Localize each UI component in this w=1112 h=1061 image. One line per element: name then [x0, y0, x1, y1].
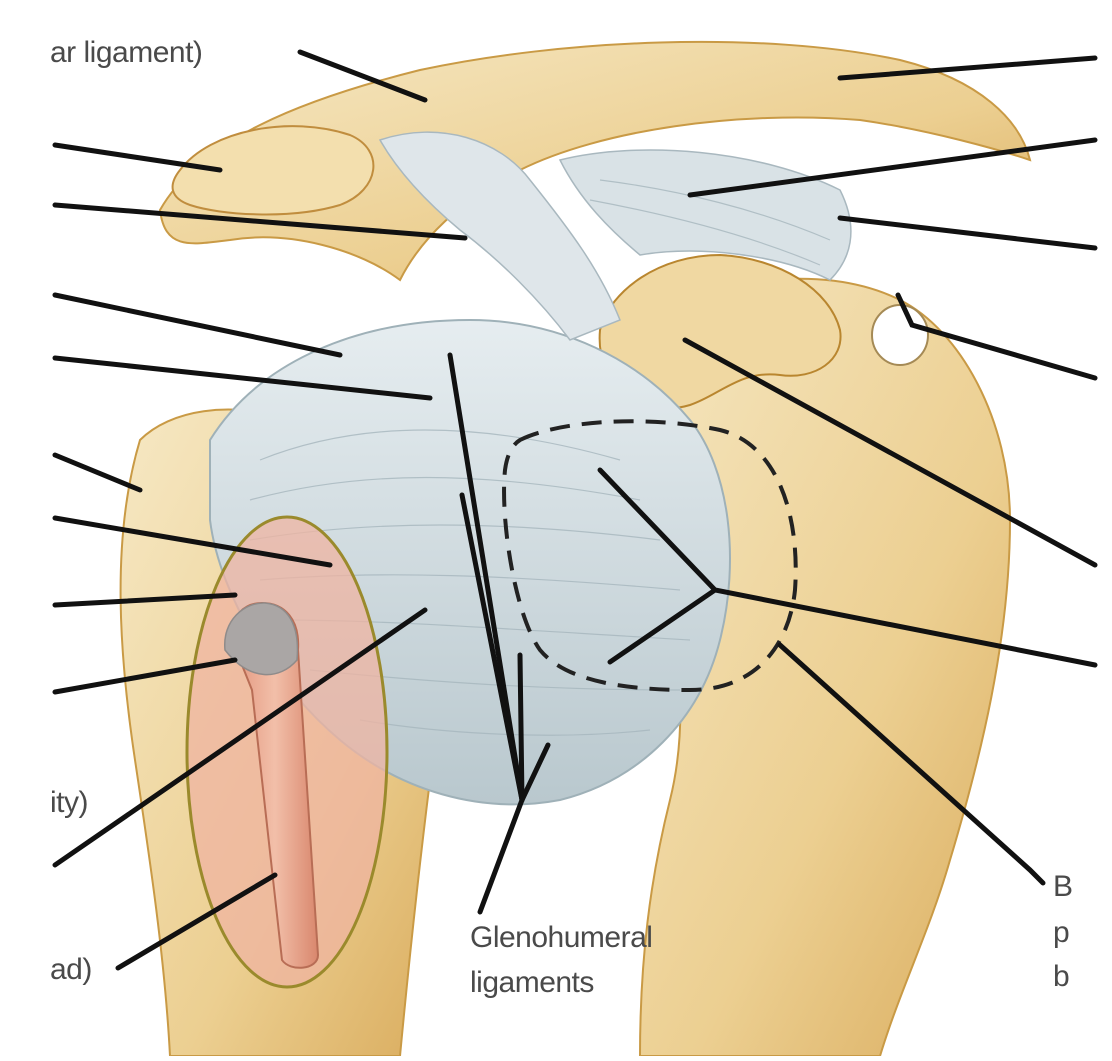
label-right-line1: B — [1053, 872, 1073, 902]
bursa-opening-shape — [872, 305, 928, 365]
label-glenohumeral-line2: ligaments — [470, 968, 594, 998]
label-tuberosity-partial: ity) — [50, 788, 88, 818]
label-ligament-top-left: ar ligament) — [50, 38, 202, 68]
label-head-partial: ad) — [50, 955, 92, 985]
label-right-line2: p — [1053, 918, 1069, 948]
label-glenohumeral-line1: Glenohumeral — [470, 923, 652, 953]
clavicle-end-shape — [173, 126, 374, 214]
label-right-line3: b — [1053, 962, 1069, 992]
